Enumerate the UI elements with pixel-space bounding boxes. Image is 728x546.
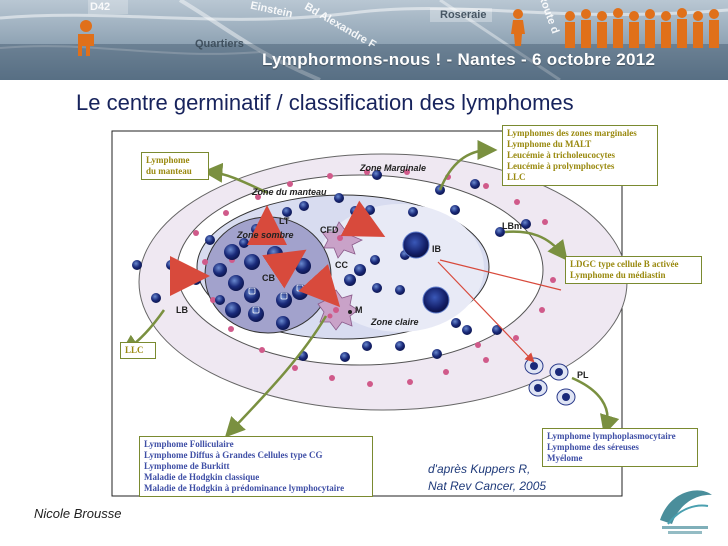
differentiation-arrows xyxy=(170,200,386,308)
centroblast-cells xyxy=(213,244,311,330)
citation-line: d'après Kuppers R, xyxy=(428,462,531,476)
society-logo xyxy=(660,490,712,534)
mantle-zone-cells xyxy=(132,170,531,362)
map-label: Quartiers xyxy=(195,38,244,50)
box-line: Maladie de Hodgkin à prédominance lympho… xyxy=(144,483,345,493)
box-line: Lymphome du médiastin xyxy=(570,270,666,280)
immunoblast-cell xyxy=(402,231,430,259)
box-lymphoplasmocytaire: Lymphome lymphoplasmocytaire Lymphome de… xyxy=(542,428,698,467)
immunoblast-cell xyxy=(422,286,450,314)
author: Nicole Brousse xyxy=(34,506,122,521)
germinal-center-ellipse xyxy=(196,194,490,340)
slide-title: Le centre germinatif / classification de… xyxy=(76,90,574,115)
box-lymphome-folliculaire: Lymphome Folliculaire Lymphome Diffus à … xyxy=(139,436,373,497)
box-line: Lymphome lymphoplasmocytaire xyxy=(547,431,676,441)
lb-label: LB xyxy=(176,305,188,315)
box-line: Lymphomes des zones marginales xyxy=(507,128,637,138)
zone-marginale-ellipse xyxy=(138,153,628,411)
map-label: D42 xyxy=(90,1,111,13)
crowd-figures-icon xyxy=(565,8,719,48)
sitting-figure-icon xyxy=(78,20,94,56)
zone-sombre-ellipse xyxy=(204,216,332,334)
box-lymphome-manteau: Lymphome du manteau xyxy=(141,152,209,180)
cfd-cell xyxy=(321,221,363,259)
map-label: Roseraie xyxy=(440,9,487,21)
box-line: LDGC type cellule B activée xyxy=(570,259,679,269)
box-line: Lymphome de Burkitt xyxy=(144,461,230,471)
citation: d'après Kuppers R, Nat Rev Cancer, 2005 xyxy=(428,461,546,495)
box-line: Lymphome Diffus à Grandes Cellules type … xyxy=(144,450,323,460)
banner-title: Lymphormons-nous ! - Nantes - 6 octobre … xyxy=(262,50,656,69)
standing-figure-icon xyxy=(511,9,525,46)
box-ldgc: LDGC type cellule B activée Lymphome du … xyxy=(565,256,702,284)
box-zones-marginales: Lymphomes des zones marginales Lymphome … xyxy=(502,125,658,186)
zone-sombre-label: Zone sombre xyxy=(236,230,294,240)
pl-label: PL xyxy=(577,370,589,380)
centroblast-nuclei xyxy=(248,284,304,314)
lbm-label: LBm xyxy=(502,221,522,231)
zone-claire-label: Zone claire xyxy=(370,317,419,327)
box-line: du manteau xyxy=(146,166,192,176)
centrocyte-cells xyxy=(344,207,418,295)
box-line: Lymphome Folliculaire xyxy=(144,439,234,449)
box-line: Lymphome du MALT xyxy=(507,139,592,149)
marginal-zone-dots xyxy=(193,169,558,387)
macrophage-dot xyxy=(348,310,352,314)
banner-map-background xyxy=(0,0,728,80)
box-line: Maladie de Hodgkin classique xyxy=(144,472,260,482)
citation-line: Nat Rev Cancer, 2005 xyxy=(428,479,547,493)
cfd-label: CFD xyxy=(320,225,339,235)
box-line: Leucémie à prolymphocytes xyxy=(507,161,615,171)
cc-label: CC xyxy=(335,260,348,270)
box-line: LLC xyxy=(507,172,526,182)
cb-label: CB xyxy=(262,273,275,283)
m-label: M xyxy=(355,305,363,315)
zone-manteau-ellipse xyxy=(176,174,544,366)
box-llc: LLC xyxy=(120,342,156,359)
box-line: Lymphome des séreuses xyxy=(547,442,639,452)
box-line: Lymphome xyxy=(146,155,190,165)
header-banner: D42 Einstein Roseraie Route d Quartiers … xyxy=(0,0,728,80)
ib-label: IB xyxy=(432,244,442,254)
classification-arrows xyxy=(119,140,620,438)
lt-label: LT xyxy=(279,216,290,226)
zone-marginale-label: Zone Marginale xyxy=(359,163,426,173)
box-line: Leucémie à tricholeucocytes xyxy=(507,150,615,160)
box-line: Myélome xyxy=(547,453,583,463)
plasma-cells xyxy=(524,357,576,406)
zone-claire-region xyxy=(316,204,484,332)
macrophage-cell xyxy=(317,289,359,331)
red-connector-lines xyxy=(437,259,562,363)
box-line: LLC xyxy=(125,345,144,355)
zone-manteau-label: Zone du manteau xyxy=(251,187,327,197)
